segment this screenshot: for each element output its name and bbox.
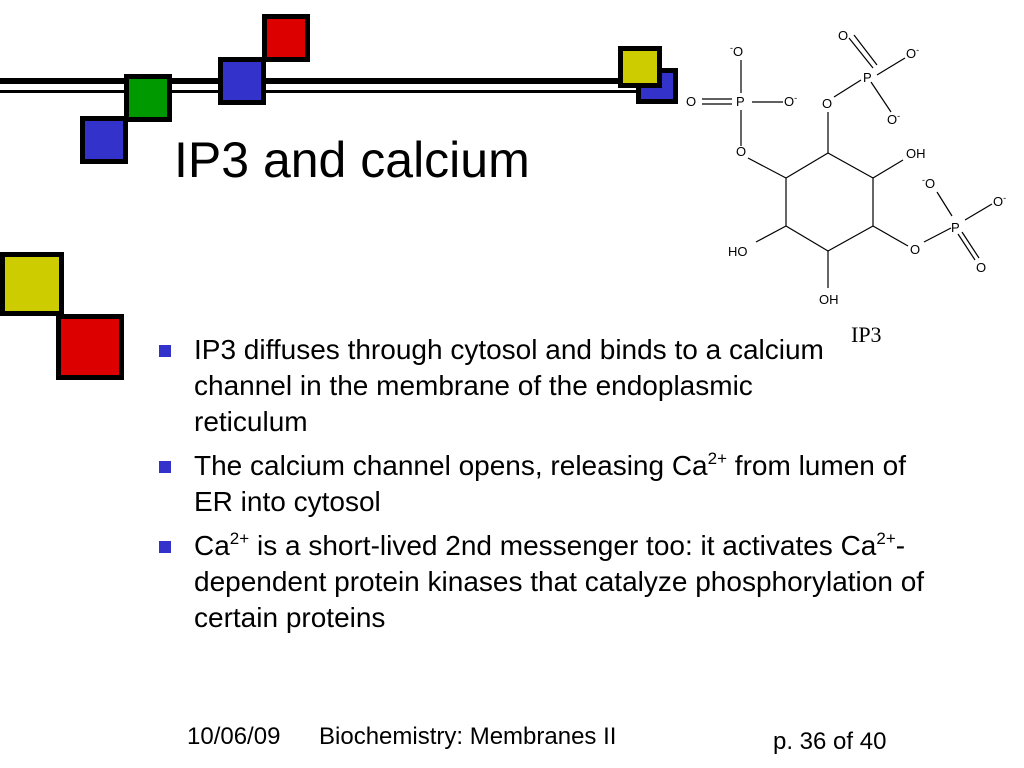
footer-date: 10/06/09 xyxy=(187,723,281,750)
top-rule-thick xyxy=(0,78,672,84)
atom-p-right: P xyxy=(951,220,960,235)
top-rule-thin xyxy=(0,90,672,93)
bullet-square-icon xyxy=(159,541,171,553)
footer-title: Biochemistry: Membranes II xyxy=(319,723,617,750)
atom-o-top-double: O xyxy=(838,28,848,43)
atom-o-minus-top-right: O- xyxy=(906,45,919,61)
bullet-item: IP3 diffuses through cytosol and binds t… xyxy=(155,332,834,440)
deco-square-yellow-left xyxy=(0,252,64,316)
atom-ho-left: HO xyxy=(728,244,748,259)
ip3-structure-diagram: -O O P O- O O P O- O O- OH -O O- P O O H… xyxy=(686,28,1006,307)
deco-square-blue-top xyxy=(218,57,266,105)
bullet-square-icon xyxy=(159,461,171,473)
bullet-item: The calcium channel opens, releasing Ca2… xyxy=(155,448,935,520)
atom-oh-top-right: OH xyxy=(906,146,926,161)
atom-oh-bottom: OH xyxy=(819,292,839,307)
atom-p-left: P xyxy=(736,94,745,109)
atom-o-left-bridge: O xyxy=(736,144,746,159)
atom-o-top-bridge: O xyxy=(822,96,832,111)
deco-square-red-left xyxy=(56,314,124,380)
bullet-square-icon xyxy=(159,345,171,357)
deco-square-yellow-right xyxy=(618,46,662,88)
atom-o-right-bridge: O xyxy=(910,242,920,257)
bullet-text: The calcium channel opens, releasing Ca2… xyxy=(194,449,906,517)
deco-square-red-top xyxy=(262,14,310,62)
atom-o-minus-top-lower: O- xyxy=(887,111,900,127)
atom-p-top: P xyxy=(863,70,872,85)
deco-square-green xyxy=(124,74,172,122)
bullet-list: IP3 diffuses through cytosol and binds t… xyxy=(155,332,935,644)
bullet-text: Ca2+ is a short-lived 2nd messenger too:… xyxy=(194,529,925,633)
slide-title: IP3 and calcium xyxy=(174,132,530,188)
atom-o-minus: -O xyxy=(730,43,743,59)
bullet-text: IP3 diffuses through cytosol and binds t… xyxy=(194,334,824,437)
atom-o-minus-right: O- xyxy=(993,193,1006,209)
footer-page-number: p. 36 of 40 xyxy=(773,728,887,755)
atom-o-double: O xyxy=(686,94,696,109)
deco-square-blue-left xyxy=(80,116,128,164)
bullet-item: Ca2+ is a short-lived 2nd messenger too:… xyxy=(155,528,935,636)
atom-o-minus-left: O- xyxy=(784,93,797,109)
atom-o-right-double: O xyxy=(976,260,986,275)
ip3-caption: IP3 xyxy=(851,322,882,347)
atom-o-minus-right-top: -O xyxy=(922,175,935,191)
